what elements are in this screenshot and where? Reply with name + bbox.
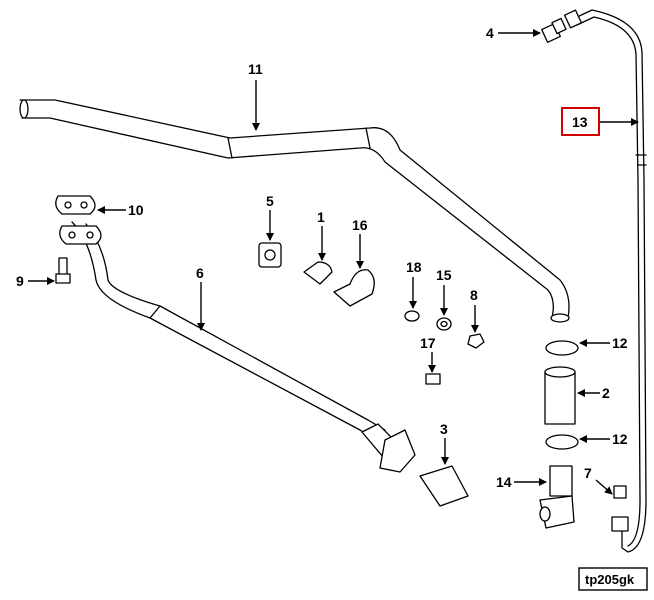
callout-6[interactable]: 6 bbox=[196, 265, 205, 331]
callout-12-upper[interactable]: 12 bbox=[579, 335, 628, 351]
callout-2[interactable]: 2 bbox=[577, 385, 610, 401]
part-10-gasket bbox=[55, 195, 102, 245]
callout-label: 8 bbox=[470, 287, 478, 303]
callout-16[interactable]: 16 bbox=[352, 217, 368, 269]
part-12-upper-clamp bbox=[545, 340, 579, 356]
callout-label: 7 bbox=[584, 465, 592, 481]
callout-label: 3 bbox=[440, 421, 448, 437]
callout-label: 12 bbox=[612, 335, 628, 351]
part-4-fitting bbox=[541, 17, 567, 43]
callout-5[interactable]: 5 bbox=[266, 193, 274, 241]
callout-1[interactable]: 1 bbox=[317, 209, 326, 261]
callout-label: 1 bbox=[317, 209, 325, 225]
callout-label: 14 bbox=[496, 474, 512, 490]
part-3-elbow bbox=[419, 465, 469, 507]
callout-label: 2 bbox=[602, 385, 610, 401]
callout-label: 4 bbox=[486, 25, 494, 41]
part-18-bolt bbox=[404, 310, 420, 322]
callout-label: 5 bbox=[266, 193, 274, 209]
part-7-fitting bbox=[611, 485, 629, 532]
callout-14[interactable]: 14 bbox=[496, 474, 547, 490]
part-9-bolt bbox=[55, 257, 71, 284]
callout-label: 10 bbox=[128, 202, 144, 218]
callout-label: 16 bbox=[352, 217, 368, 233]
callout-label: 15 bbox=[436, 267, 452, 283]
part-5-nut bbox=[258, 242, 282, 268]
part-11-tube bbox=[19, 99, 570, 323]
part-14-tee bbox=[539, 465, 575, 529]
callout-4[interactable]: 4 bbox=[486, 25, 541, 41]
part-1-clip bbox=[303, 261, 333, 285]
part-6-hose bbox=[71, 221, 416, 473]
highlight-box bbox=[561, 107, 600, 136]
part-17-bolt bbox=[425, 373, 441, 385]
callout-label: 18 bbox=[406, 259, 422, 275]
callout-label: 6 bbox=[196, 265, 204, 281]
figure-id-box: tp205gk bbox=[578, 567, 648, 591]
part-15-washer bbox=[436, 317, 452, 331]
callout-10[interactable]: 10 bbox=[97, 202, 144, 218]
part-8-nut bbox=[467, 333, 485, 349]
callout-8[interactable]: 8 bbox=[470, 287, 479, 333]
part-12-lower-clamp bbox=[545, 434, 579, 450]
callout-18[interactable]: 18 bbox=[406, 259, 422, 309]
part-13-tube bbox=[563, 9, 647, 553]
callout-9[interactable]: 9 bbox=[16, 273, 55, 289]
callout-label: 12 bbox=[612, 431, 628, 447]
part-2-hose bbox=[544, 366, 576, 425]
callout-17[interactable]: 17 bbox=[420, 335, 436, 373]
callout-label: 17 bbox=[420, 335, 436, 351]
callout-13[interactable]: 13 bbox=[561, 107, 639, 136]
callout-7[interactable]: 7 bbox=[584, 465, 613, 495]
figure-id: tp205gk bbox=[585, 572, 635, 587]
part-16-clamp bbox=[333, 269, 375, 307]
callout-15[interactable]: 15 bbox=[436, 267, 452, 316]
callout-11[interactable]: 11 bbox=[248, 61, 263, 131]
callout-3[interactable]: 3 bbox=[440, 421, 449, 465]
callout-label: 11 bbox=[248, 61, 263, 77]
callout-12-lower[interactable]: 12 bbox=[579, 431, 628, 447]
callout-label: 9 bbox=[16, 273, 24, 289]
callout-label: 13 bbox=[572, 114, 588, 130]
